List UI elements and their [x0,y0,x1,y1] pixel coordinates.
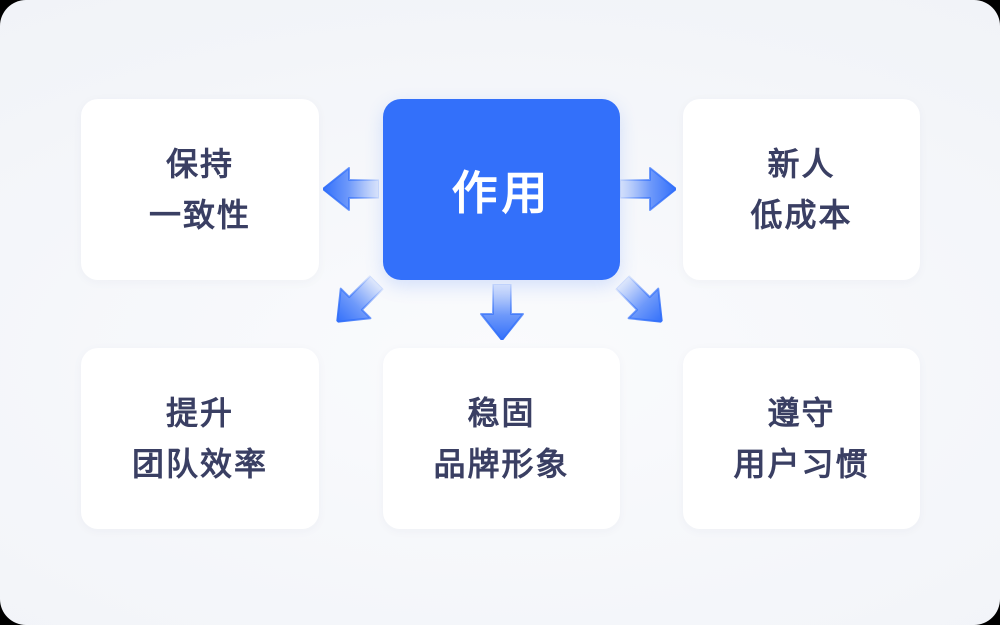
arrow-down-icon [480,284,524,340]
arrow-down-right-icon [606,266,678,338]
node-label-line: 提升 [165,394,234,431]
node-label-line: 新人 [767,145,836,182]
node-label-line: 品牌形象 [433,445,570,482]
node-label-line: 稳固 [467,394,536,431]
arrow-down-left-icon [321,266,393,338]
node-label-line: 遵守 [767,394,836,431]
node-label-line: 一致性 [148,196,251,233]
node-keep-consistency: 保持 一致性 [81,99,319,280]
node-improve-team-efficiency: 提升 团队效率 [81,348,319,529]
arrow-right-icon [620,167,676,211]
center-node: 作用 [383,99,620,280]
arrow-left-icon [323,167,379,211]
center-node-label: 作用 [451,166,552,219]
node-newcomer-low-cost: 新人 低成本 [683,99,920,280]
node-label-line: 用户习惯 [733,445,870,482]
node-stable-brand-image: 稳固 品牌形象 [383,348,620,529]
node-label-line: 保持 [165,145,234,182]
node-follow-user-habits: 遵守 用户习惯 [683,348,920,529]
node-label-line: 低成本 [750,196,853,233]
node-label-line: 团队效率 [131,445,268,482]
